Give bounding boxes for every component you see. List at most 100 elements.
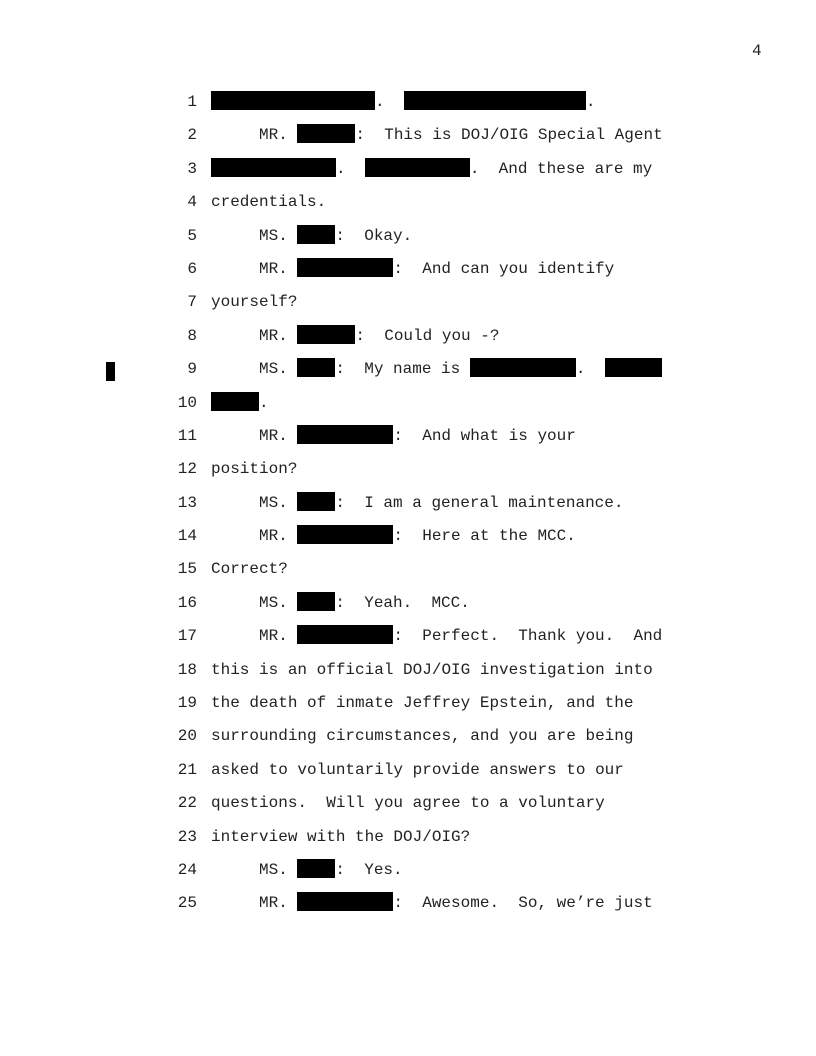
line-number: 8 xyxy=(187,326,197,345)
line-text: . xyxy=(259,393,269,412)
transcript-line: 24 MS. : Yes. xyxy=(0,854,816,887)
redaction xyxy=(297,358,336,378)
line-number: 21 xyxy=(177,760,197,779)
speaker-title: MS. xyxy=(211,360,298,379)
line-text: asked to voluntarily provide answers to … xyxy=(211,760,624,779)
transcript-line: 25 MR. : Awesome. So, we’re just xyxy=(0,887,816,920)
transcript-line: 3. . And these are my xyxy=(0,153,816,186)
transcript-line: 5 MS. : Okay. xyxy=(0,220,816,253)
line-text: . xyxy=(336,159,365,178)
speaker-title: MR. xyxy=(211,426,298,445)
redaction xyxy=(297,591,336,611)
transcript-line: 16 MS. : Yeah. MCC. xyxy=(0,587,816,620)
line-text: . xyxy=(585,93,596,111)
line-text: interview with the DOJ/OIG? xyxy=(211,827,471,846)
line-number: 23 xyxy=(177,827,197,846)
redaction xyxy=(297,858,336,878)
transcript-line: 7 yourself? xyxy=(0,286,816,319)
speaker-title: MR. xyxy=(211,326,298,345)
redaction xyxy=(297,424,394,444)
redaction xyxy=(211,391,259,411)
redaction xyxy=(297,324,356,344)
transcript-line: 10. xyxy=(0,387,816,420)
redaction xyxy=(211,157,336,177)
line-number: 4 xyxy=(187,193,197,212)
line-number: 22 xyxy=(177,794,197,813)
page-number: 4 xyxy=(752,42,762,60)
redaction xyxy=(297,892,394,912)
line-number: 2 xyxy=(187,126,197,145)
line-number: 3 xyxy=(187,159,197,178)
line-number: 7 xyxy=(187,293,197,312)
line-text: : My name is xyxy=(335,360,470,379)
transcript-line: 19 the death of inmate Jeffrey Epstein, a… xyxy=(0,687,816,720)
redaction xyxy=(297,525,394,545)
redaction xyxy=(297,625,394,645)
redaction xyxy=(297,491,336,511)
line-text: : Yes. xyxy=(335,860,403,879)
speaker-title: MS. xyxy=(211,593,298,612)
line-text: . xyxy=(575,360,605,379)
line-text: : Yeah. MCC. xyxy=(335,593,470,612)
transcript-line: 13 MS. : I am a general maintenance. xyxy=(0,487,816,520)
line-number: 5 xyxy=(187,226,197,245)
transcript-line: 23 interview with the DOJ/OIG? xyxy=(0,821,816,854)
line-text: . xyxy=(375,93,404,111)
line-number: 12 xyxy=(177,460,197,479)
line-number: 16 xyxy=(177,593,197,612)
line-text: : Perfect. Thank you. And xyxy=(393,627,663,646)
line-number: 13 xyxy=(177,493,197,512)
line-text: : And can you identify xyxy=(393,259,615,278)
transcript-line: 14 MR. : Here at the MCC. xyxy=(0,520,816,553)
line-text: : This is DOJ/OIG Special Agent xyxy=(355,126,663,145)
redaction xyxy=(364,157,470,177)
line-number: 6 xyxy=(187,259,197,278)
redaction xyxy=(604,358,662,378)
margin-redaction-mark xyxy=(106,362,115,381)
transcript-line: 11 MR. : And what is your xyxy=(0,420,816,453)
line-text: position? xyxy=(211,460,298,479)
line-text: : Here at the MCC. xyxy=(393,527,576,546)
transcript-line: 21 asked to voluntarily provide answers t… xyxy=(0,754,816,787)
redaction xyxy=(297,224,336,244)
line-text: Correct? xyxy=(211,560,288,579)
speaker-title: MS. xyxy=(211,226,298,245)
transcript-line: 2 MR. : This is DOJ/OIG Special Agent xyxy=(0,119,816,152)
line-number: 18 xyxy=(177,660,197,679)
line-text: : Could you -? xyxy=(355,326,500,345)
line-number: 20 xyxy=(177,727,197,746)
transcript-line: 15 Correct? xyxy=(0,553,816,586)
redaction xyxy=(297,257,394,277)
speaker-title: MR. xyxy=(211,259,298,278)
line-number: 15 xyxy=(177,560,197,579)
line-number: 11 xyxy=(177,426,197,445)
line-number: 25 xyxy=(177,894,197,913)
transcript-line: 9 MS. : My name is . xyxy=(0,353,816,386)
line-number: 10 xyxy=(177,393,197,412)
line-number: 9 xyxy=(187,360,197,379)
speaker-title: MS. xyxy=(211,860,298,879)
line-text: : Okay. xyxy=(335,226,413,245)
transcript: 1. . 2 MR. : This is DOJ/OIG Special Age… xyxy=(0,86,816,921)
speaker-title: MS. xyxy=(211,493,298,512)
line-number: 24 xyxy=(177,860,197,879)
transcript-line: 20 surrounding circumstances, and you are… xyxy=(0,720,816,753)
line-text: questions. Will you agree to a voluntary xyxy=(211,794,605,813)
line-number: 19 xyxy=(177,694,197,713)
speaker-title: MR. xyxy=(211,627,298,646)
line-text: . And these are my xyxy=(469,159,653,178)
line-text: the death of inmate Jeffrey Epstein, and… xyxy=(211,694,634,713)
transcript-line: 12 position? xyxy=(0,453,816,486)
speaker-title: MR. xyxy=(211,894,298,913)
speaker-title: MR. xyxy=(211,527,298,546)
line-text: yourself? xyxy=(211,293,298,312)
transcript-line: 6 MR. : And can you identify xyxy=(0,253,816,286)
line-text: : And what is your xyxy=(393,426,576,445)
redaction xyxy=(211,91,375,110)
line-number: 17 xyxy=(177,627,197,646)
line-text: : Awesome. So, we’re just xyxy=(393,894,653,913)
line-text: surrounding circumstances, and you are b… xyxy=(211,727,634,746)
redaction xyxy=(469,358,576,378)
line-number: 14 xyxy=(177,527,197,546)
